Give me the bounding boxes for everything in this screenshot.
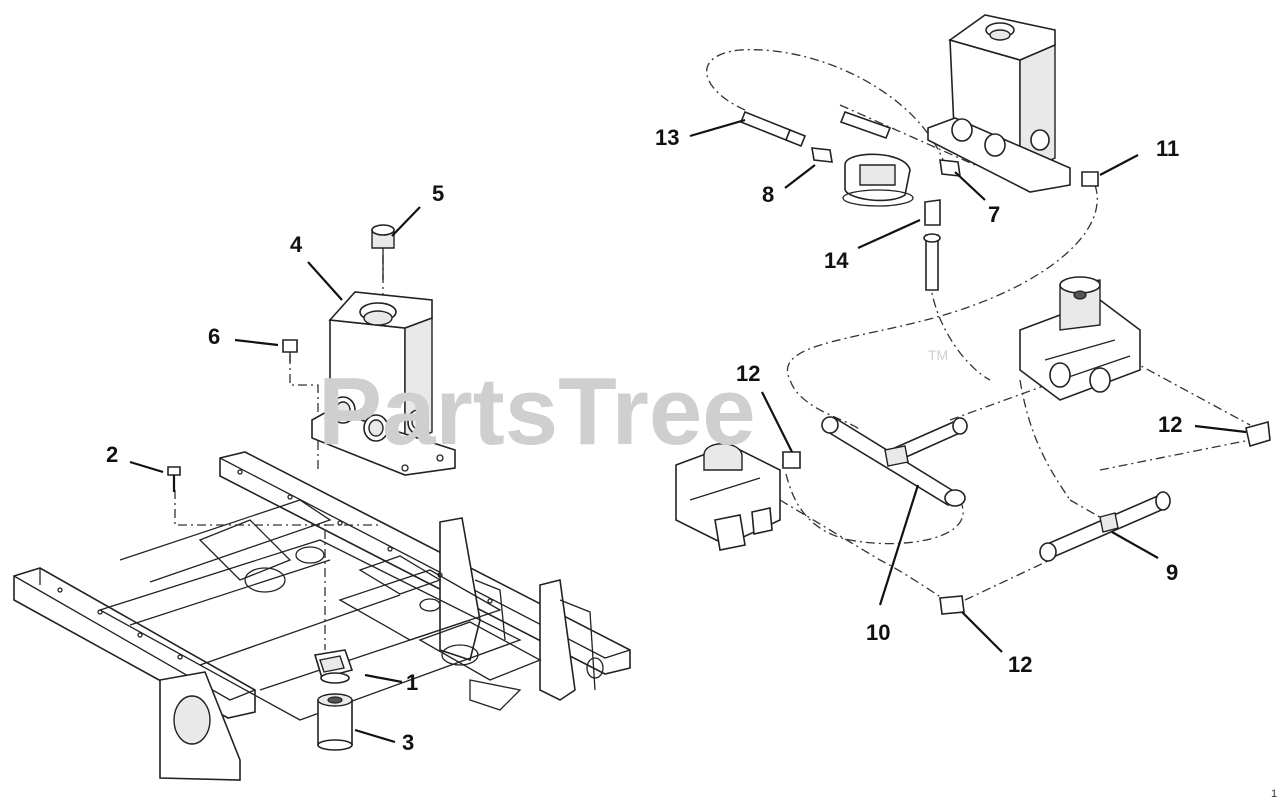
elbow-fitting-12b bbox=[1245, 420, 1271, 448]
tee-hose-9 bbox=[1039, 491, 1171, 562]
elbow-fitting-12a bbox=[782, 451, 801, 469]
callout-9: 9 bbox=[1166, 560, 1178, 585]
dipstick-cap bbox=[371, 224, 395, 280]
callout-7: 7 bbox=[988, 202, 1000, 227]
watermark-trademark: TM bbox=[928, 347, 948, 363]
fitting-8 bbox=[811, 147, 833, 163]
fitting-11 bbox=[1081, 171, 1099, 187]
callout-12-right: 12 bbox=[1158, 412, 1182, 437]
hose-13 bbox=[739, 110, 892, 148]
callout-8: 8 bbox=[762, 182, 774, 207]
callout-1: 1 bbox=[406, 670, 418, 695]
callout-13: 13 bbox=[655, 125, 679, 150]
watermark-text: PartsTree bbox=[318, 358, 756, 465]
callout-14: 14 bbox=[824, 248, 849, 273]
filter-head-right bbox=[842, 153, 914, 207]
callout-12-upper-left: 12 bbox=[736, 361, 760, 386]
callout-10: 10 bbox=[866, 620, 890, 645]
callout-11: 11 bbox=[1156, 136, 1179, 161]
callout-5: 5 bbox=[432, 181, 444, 206]
control-valve bbox=[1019, 276, 1141, 401]
bolt-6 bbox=[282, 339, 298, 362]
hose-routing-dashed bbox=[706, 49, 1251, 601]
reservoir-tank-right bbox=[927, 14, 1071, 193]
leader-lines bbox=[129, 118, 1247, 744]
callout-4: 4 bbox=[290, 232, 303, 257]
hose-14 bbox=[923, 199, 941, 291]
callout-6: 6 bbox=[208, 324, 220, 349]
elbow-fitting-12c bbox=[939, 595, 965, 615]
hydraulic-filter bbox=[317, 693, 353, 751]
bolt-2 bbox=[167, 466, 181, 492]
reservoir-tank-left bbox=[311, 291, 456, 476]
callout-3: 3 bbox=[402, 730, 414, 755]
tee-hose-10 bbox=[821, 416, 968, 507]
frame-assembly bbox=[13, 451, 631, 781]
page-mark: 1 bbox=[1271, 788, 1277, 800]
callout-12-bottom: 12 bbox=[1008, 652, 1032, 677]
hydraulic-pump bbox=[675, 443, 781, 551]
filter-head bbox=[313, 649, 354, 684]
callout-2: 2 bbox=[106, 442, 118, 467]
